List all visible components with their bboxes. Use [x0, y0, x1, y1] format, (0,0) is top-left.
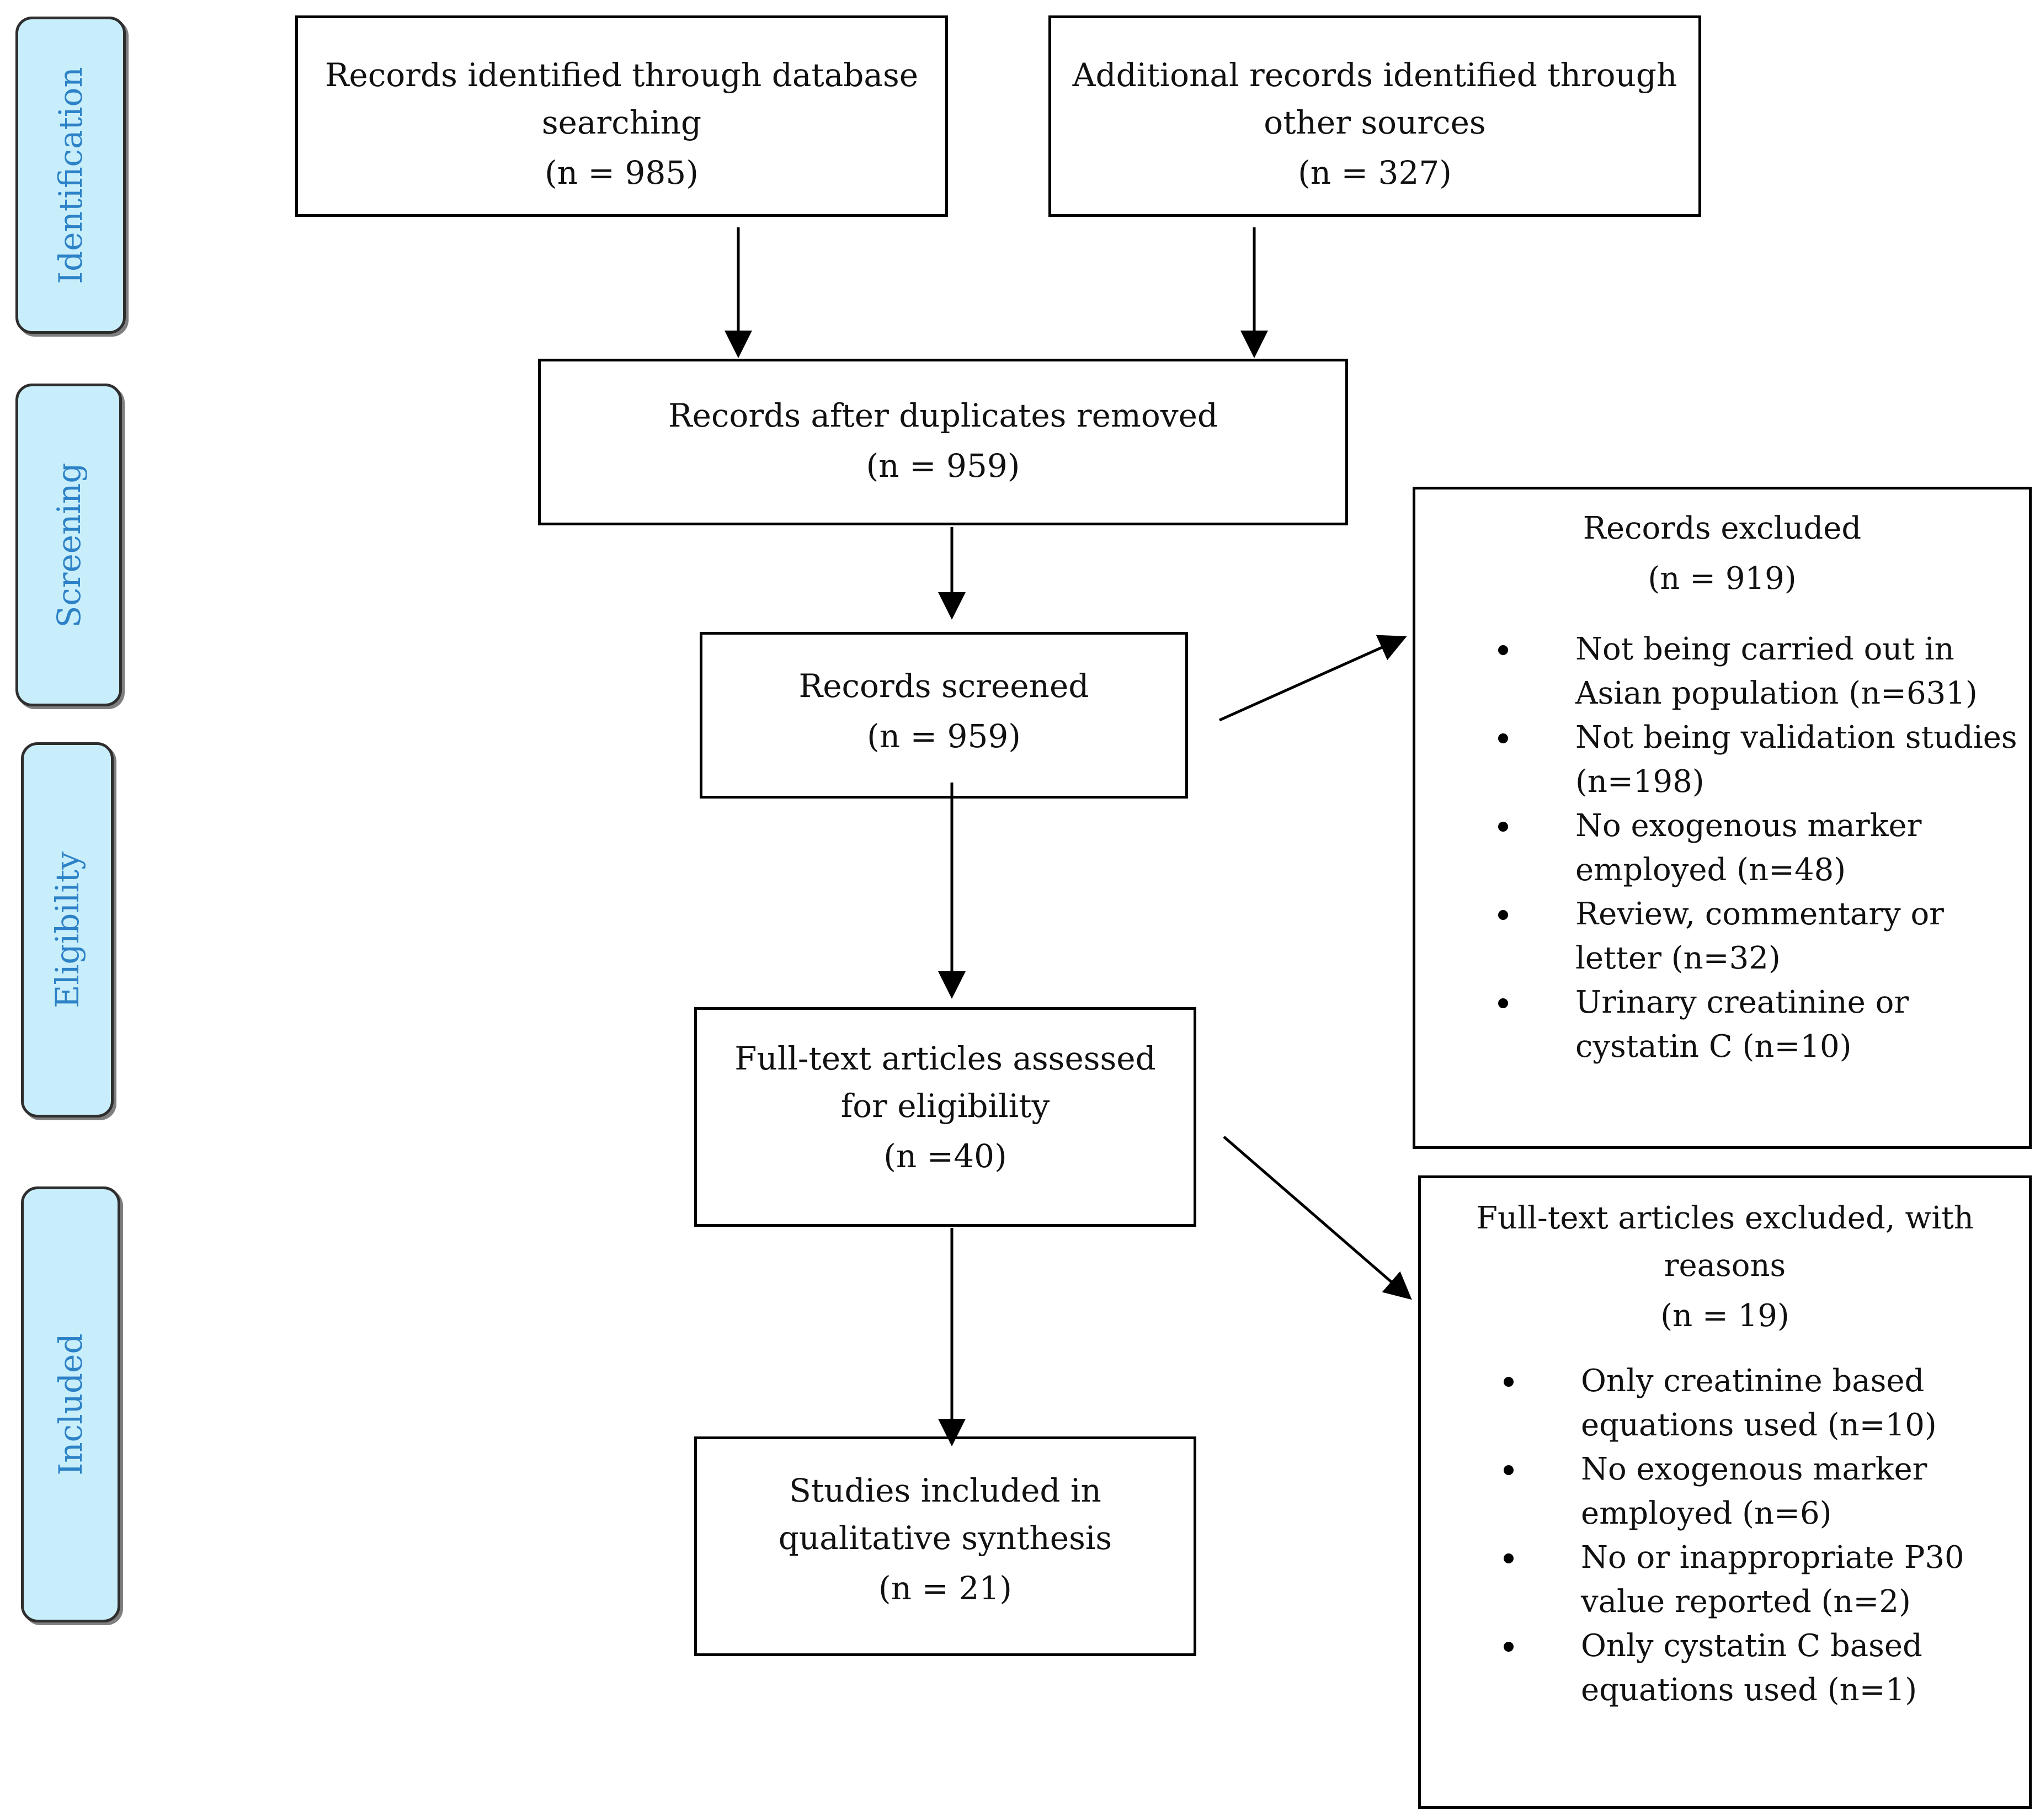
box-other-sources: Additional records identified through ot… — [1048, 15, 1701, 217]
box-database-count: (n = 985) — [545, 154, 699, 191]
box-records-screened: Records screened (n = 959) — [700, 632, 1188, 799]
box-screened-count: (n = 959) — [867, 717, 1021, 755]
box-fulltext-line-1: Full-text articles assessed — [734, 1040, 1156, 1077]
list-item: Not being validation studies(n=198) — [1415, 716, 2029, 804]
records-excluded-title: Records excluded — [1583, 510, 1862, 546]
fulltext-excluded-title-2: reasons — [1664, 1248, 1786, 1284]
box-fulltext-count: (n =40) — [883, 1137, 1007, 1175]
box-after-duplicates: Records after duplicates removed (n = 95… — [538, 359, 1348, 525]
box-other-line-1: Additional records identified through — [1072, 56, 1677, 94]
box-fulltext-excluded: Full-text articles excluded, with reason… — [1418, 1175, 2032, 1809]
box-other-count: (n = 327) — [1298, 154, 1452, 191]
arrow-fulltext-to-excluded — [1223, 1136, 1412, 1300]
fulltext-excluded-title-1: Full-text articles excluded, with — [1476, 1200, 1974, 1236]
box-other-line-2: other sources — [1264, 104, 1486, 141]
box-duplicates-line-1: Records after duplicates removed — [668, 397, 1218, 434]
box-database-line-1: Records identified through database — [324, 56, 919, 94]
box-screened-line-1: Records screened — [798, 667, 1089, 705]
phase-screening: Screening — [15, 384, 122, 706]
box-included-line-1: Studies included in — [789, 1472, 1101, 1509]
records-excluded-count: (n = 919) — [1648, 561, 1797, 597]
box-included-count: (n = 21) — [878, 1569, 1012, 1607]
box-database-records: Records identified through database sear… — [295, 15, 948, 217]
box-duplicates-count: (n = 959) — [866, 447, 1020, 485]
box-records-excluded: Records excluded (n = 919) Not being car… — [1413, 487, 2032, 1149]
box-studies-included: Studies included in qualitative synthesi… — [694, 1436, 1196, 1656]
box-fulltext-assessed: Full-text articles assessed for eligibil… — [694, 1007, 1196, 1227]
fulltext-excluded-count: (n = 19) — [1660, 1298, 1789, 1334]
phase-identification: Identification — [15, 17, 126, 334]
arrow-screened-to-excluded — [1218, 635, 1407, 722]
phase-included: Included — [21, 1186, 120, 1622]
box-database-line-2: searching — [541, 104, 702, 141]
box-fulltext-line-2: for eligibility — [840, 1087, 1050, 1125]
phase-eligibility: Eligibility — [21, 742, 114, 1117]
box-included-line-2: qualitative synthesis — [778, 1519, 1112, 1557]
